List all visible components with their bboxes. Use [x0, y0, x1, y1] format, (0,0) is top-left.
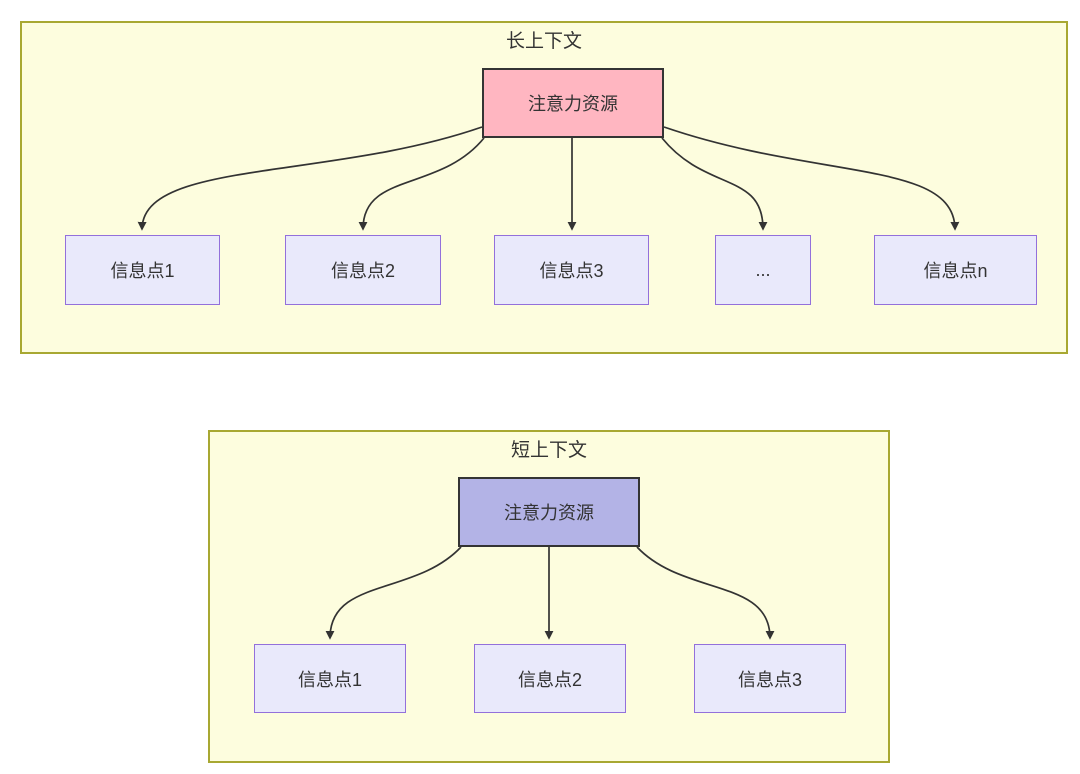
- group-title-long: 长上下文: [505, 31, 582, 52]
- group-title-short: 短上下文: [510, 440, 587, 461]
- info-node-long-ellipsis: ...: [715, 235, 811, 305]
- info-node-long-n-label: 信息点n: [923, 261, 988, 281]
- info-node-long-3-label: 信息点3: [539, 261, 604, 281]
- info-node-long-n: 信息点n: [874, 235, 1037, 305]
- info-node-short-2: 信息点2: [474, 644, 626, 713]
- attention-node-short: 注意力资源: [458, 477, 640, 547]
- info-node-short-1: 信息点1: [254, 644, 406, 713]
- info-node-long-ellipsis-label: ...: [755, 259, 771, 280]
- info-node-long-2-label: 信息点2: [330, 261, 395, 281]
- info-node-long-1-label: 信息点1: [110, 261, 175, 281]
- info-node-short-2-label: 信息点2: [517, 669, 582, 690]
- info-node-long-2: 信息点2: [285, 235, 441, 305]
- attention-node-long-label: 注意力资源: [528, 94, 618, 114]
- attention-node-long: 注意力资源: [482, 68, 664, 138]
- info-node-short-1-label: 信息点1: [297, 669, 362, 690]
- info-node-short-3-label: 信息点3: [737, 669, 802, 690]
- info-node-long-1: 信息点1: [65, 235, 220, 305]
- info-node-long-3: 信息点3: [494, 235, 649, 305]
- attention-node-short-label: 注意力资源: [504, 503, 594, 523]
- info-node-short-3: 信息点3: [694, 644, 846, 713]
